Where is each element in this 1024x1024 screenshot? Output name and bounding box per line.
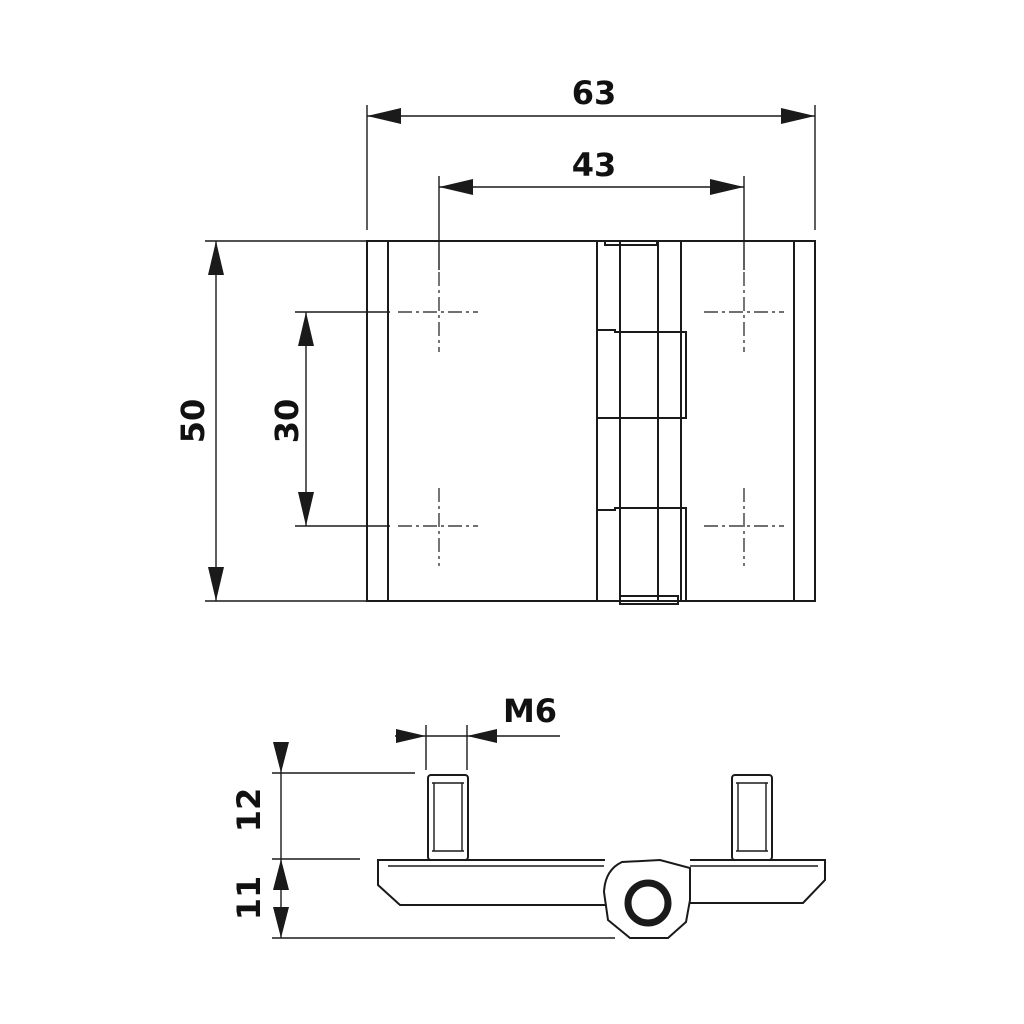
overall-height-label: 50 xyxy=(174,399,212,444)
hole-top-right xyxy=(704,272,784,352)
hole-bottom-left xyxy=(398,488,478,566)
thread-label: M6 xyxy=(503,692,557,730)
hole-spacing-vertical-label: 30 xyxy=(268,399,306,444)
dimension-overall-height: 50 xyxy=(174,240,367,602)
leaf-thickness-label: 11 xyxy=(230,876,268,921)
dimension-hole-spacing-horizontal: 43 xyxy=(438,146,745,270)
hinge-front-view xyxy=(366,240,816,605)
dimension-thread: M6 xyxy=(395,692,560,770)
stud-left xyxy=(427,774,469,861)
hole-top-left xyxy=(398,272,478,352)
hole-spacing-horizontal-label: 43 xyxy=(572,146,617,184)
hinge-knuckle xyxy=(596,240,687,605)
stud-right xyxy=(731,774,773,861)
dimension-leaf-thickness: 11 xyxy=(230,859,615,939)
dimension-hole-spacing-vertical: 30 xyxy=(268,311,390,527)
hole-bottom-right xyxy=(704,488,784,566)
hinge-side-view xyxy=(377,774,826,939)
hinge-pin-icon xyxy=(624,879,672,927)
dimension-stud-length: 12 xyxy=(230,742,415,860)
hinge-outline xyxy=(366,240,816,602)
dimension-overall-width: 63 xyxy=(366,74,816,230)
stud-length-label: 12 xyxy=(230,788,268,833)
overall-width-label: 63 xyxy=(572,74,617,112)
